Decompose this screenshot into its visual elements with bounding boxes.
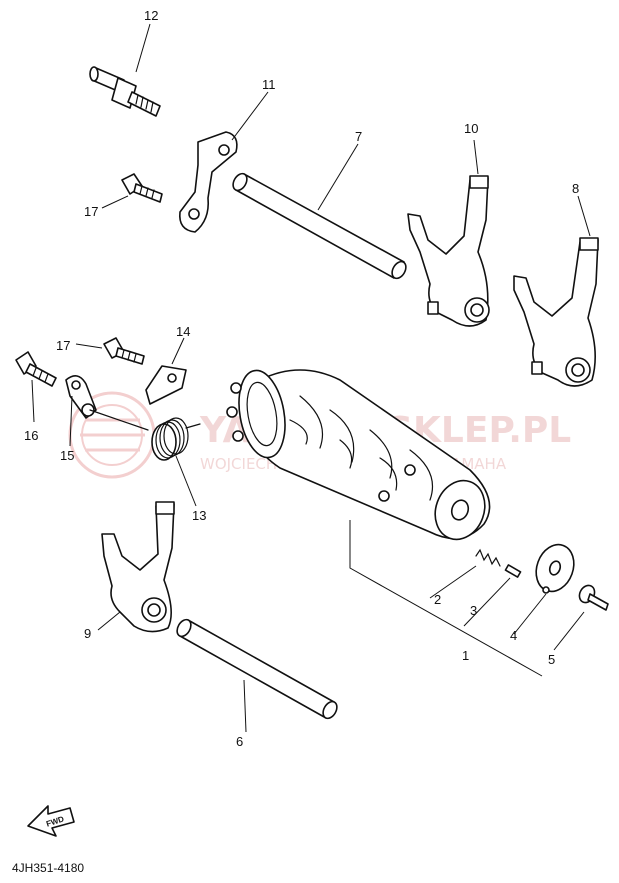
label-8: 8: [572, 181, 579, 196]
label-10: 10: [464, 121, 478, 136]
part-5-screw: [578, 584, 609, 611]
part-6-guide-bar: [176, 618, 338, 720]
label-13: 13: [192, 508, 206, 523]
label-17-upper: 17: [84, 204, 98, 219]
label-9: 9: [84, 626, 91, 641]
part-2-spring: [475, 548, 501, 567]
label-3: 3: [470, 603, 477, 618]
part-7-guide-bar: [232, 172, 407, 280]
forward-arrow-icon: FWD: [27, 805, 75, 837]
part-1-shift-drum: [226, 369, 491, 541]
part-17-bolt-upper: [121, 173, 163, 203]
part-labels: 12 11 7 10 8 17 17 14 16 15 13 9 6 2 3 1…: [24, 8, 579, 749]
part-17-bolt-lower: [103, 337, 145, 365]
part-14-stopper: [145, 365, 187, 405]
label-7: 7: [355, 129, 362, 144]
drawing-code: 4JH351-4180: [12, 861, 84, 875]
label-6: 6: [236, 734, 243, 749]
part-8-shift-fork: [513, 237, 599, 387]
part-11-stopper-plate: [178, 131, 238, 233]
label-4: 4: [510, 628, 517, 643]
label-5: 5: [548, 652, 555, 667]
part-16-bolt: [15, 351, 57, 387]
leader-lines: [31, 23, 591, 733]
part-4-plate: [535, 543, 575, 594]
label-2: 2: [434, 592, 441, 607]
label-1: 1: [462, 648, 469, 663]
label-17-lower: 17: [56, 338, 70, 353]
part-10-shift-fork: [407, 175, 490, 327]
part-15-stopper-lever: [65, 375, 97, 419]
part-9-shift-fork: [101, 501, 175, 633]
label-16: 16: [24, 428, 38, 443]
label-14: 14: [176, 324, 190, 339]
part-13-torsion-spring: [89, 409, 201, 461]
label-11: 11: [262, 77, 276, 92]
part-12-stud: [89, 66, 161, 117]
label-12: 12: [144, 8, 158, 23]
part-3-pin: [504, 564, 522, 578]
label-15: 15: [60, 448, 74, 463]
